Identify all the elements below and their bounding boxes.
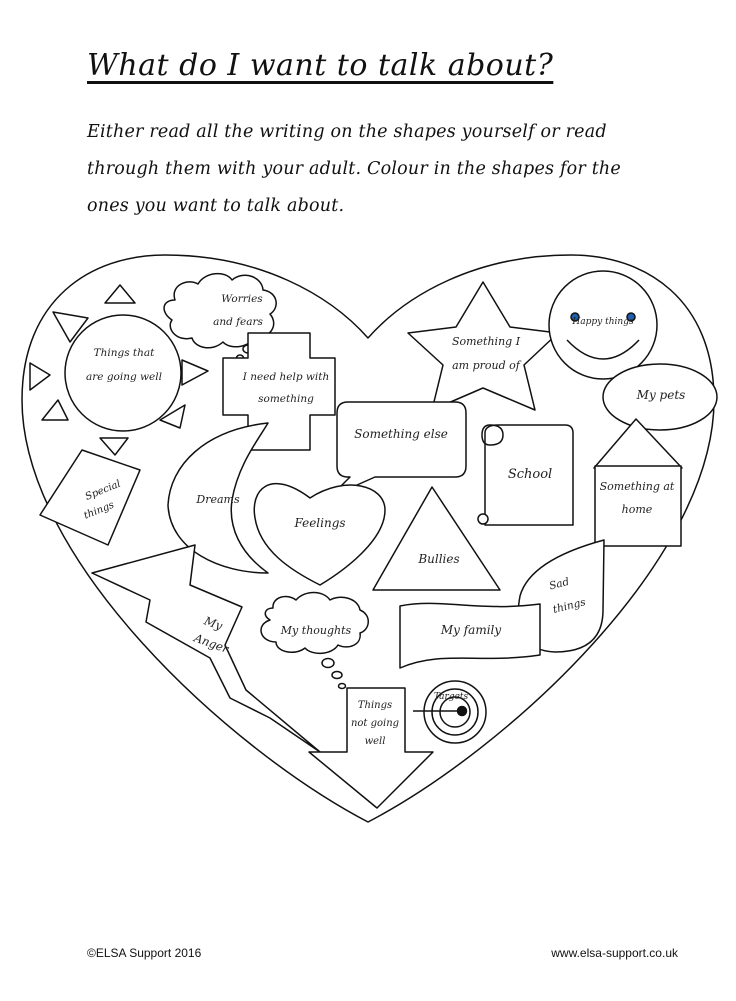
dreams-moon[interactable] xyxy=(167,422,269,574)
sad-label-1: Sad xyxy=(548,576,571,593)
happy-label: Happy things xyxy=(571,317,634,327)
family-banner[interactable] xyxy=(399,602,541,669)
dreams-label: Dreams xyxy=(195,493,240,506)
targets-label: Targets xyxy=(434,692,469,702)
home-label-2: home xyxy=(622,503,653,516)
not-going-well-label-3: well xyxy=(365,736,386,747)
school-scroll[interactable] xyxy=(477,424,574,526)
something-else-label: Something else xyxy=(354,427,448,441)
proud-star[interactable] xyxy=(407,281,559,411)
worries-cloud[interactable] xyxy=(163,272,277,349)
home-house[interactable] xyxy=(593,418,683,547)
thoughts-label: My thoughts xyxy=(280,624,352,637)
feelings-label: Feelings xyxy=(293,516,345,530)
going-well-label-1: Things that xyxy=(94,347,156,359)
proud-label-2: am proud of xyxy=(452,359,522,372)
targets-target[interactable] xyxy=(413,680,487,744)
bullies-label: Bullies xyxy=(417,552,459,566)
copyright-text: ©ELSA Support 2016 xyxy=(87,946,202,960)
feelings-heart[interactable] xyxy=(253,482,386,586)
website-text: www.elsa-support.co.uk xyxy=(551,946,678,960)
not-going-well-label-2: not going xyxy=(351,718,399,729)
anger-label-1: My xyxy=(201,613,224,633)
need-help-label-2: something xyxy=(258,393,314,405)
page-title: What do I want to talk about? xyxy=(87,48,554,83)
worries-label-2: and fears xyxy=(213,316,263,328)
not-going-well-label-1: Things xyxy=(358,700,392,711)
proud-label-1: Something I xyxy=(452,335,521,348)
pets-oval[interactable] xyxy=(602,363,718,431)
special-diamond[interactable] xyxy=(39,449,141,546)
need-help-cross[interactable] xyxy=(222,332,336,451)
going-well-label-2: are going well xyxy=(86,371,162,383)
instructions-text: Either read all the writing on the shape… xyxy=(87,122,621,216)
home-label-1: Something at xyxy=(600,480,675,493)
pets-label: My pets xyxy=(636,388,686,402)
sun-shape[interactable] xyxy=(29,284,209,456)
not-going-well-arrow[interactable] xyxy=(308,687,434,809)
need-help-label-1: I need help with xyxy=(242,371,329,383)
school-label: School xyxy=(508,467,552,482)
thoughts-cloud[interactable] xyxy=(260,591,369,654)
family-label: My family xyxy=(440,623,502,637)
bullies-triangle[interactable] xyxy=(372,486,501,591)
worries-label-1: Worries xyxy=(221,293,263,305)
happy-smiley[interactable] xyxy=(548,270,658,380)
